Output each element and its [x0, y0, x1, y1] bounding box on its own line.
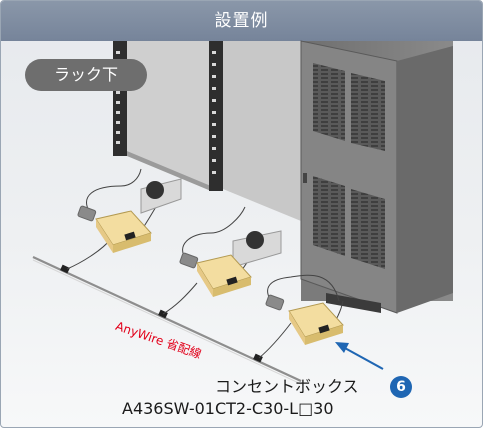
rack-cabinet-right — [300, 40, 453, 314]
outlet-box-left — [95, 210, 152, 253]
location-tag: ラック下 — [25, 59, 147, 91]
sensor-unit-middle — [232, 230, 282, 268]
anywire-cable — [32, 256, 302, 385]
rack-middle — [209, 41, 301, 221]
diagram-title: 設置例 — [1, 1, 482, 41]
outlet-box-name: コンセントボックス — [215, 377, 359, 396]
outlet-box-middle — [196, 254, 252, 297]
model-number: A436SW-01CT2-C30-L□30 — [122, 399, 334, 418]
sensor-unit-left — [140, 178, 182, 214]
item-number-badge: 6 — [390, 376, 412, 398]
plugs — [77, 205, 285, 311]
outlet-box-right — [288, 302, 344, 345]
pointer-arrow — [335, 342, 384, 370]
